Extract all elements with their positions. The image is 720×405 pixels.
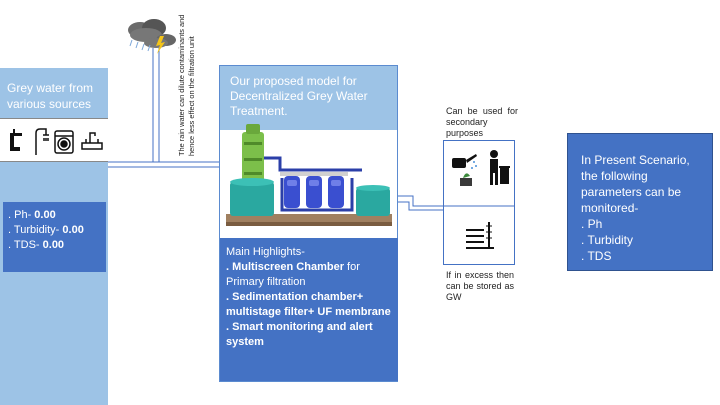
monitor-tds: . TDS: [581, 249, 612, 263]
grey-water-title: Grey water from various sources: [7, 81, 94, 111]
person-with-bin-icon: [490, 150, 510, 185]
param-tds: . TDS- 0.00: [8, 239, 65, 251]
proposed-model-header: [220, 65, 398, 130]
proposed-model-title: Our proposed model for Decentralized Gre…: [230, 74, 368, 118]
param-ph: . Ph- 0.00: [8, 209, 56, 221]
treatment-plant-illustration: [226, 124, 392, 226]
grey-water-parameters: . Ph- 0.00 . Turbidity- 0.00 . TDS- 0.00: [3, 202, 106, 272]
faucet-icon: [10, 129, 22, 151]
excess-storage-text: If in excess then can be stored as GW: [446, 270, 514, 302]
sink-icon: [81, 132, 103, 150]
washing-machine-icon: [54, 130, 74, 154]
highlight-item: . Smart monitoring and alert system: [226, 321, 373, 348]
monitor-turbidity: . Turbidity: [581, 233, 634, 247]
shower-icon: [35, 128, 49, 155]
use-box: [443, 140, 515, 265]
monitor-ph: . Ph: [581, 217, 603, 231]
present-scenario-panel: In Present Scenario, the following param…: [567, 133, 713, 271]
highlight-item: . Sedimentation chamber+ multistage filt…: [226, 291, 391, 318]
highlights-heading: Main Highlights-: [226, 246, 305, 258]
rain-note: The rain water can dilute contaminants a…: [177, 14, 196, 156]
present-scenario-intro: In Present Scenario, the following param…: [581, 153, 690, 215]
proposed-model-frame: [219, 65, 398, 382]
water-sources-icon-strip: [0, 118, 108, 162]
secondary-use-icons: [452, 150, 510, 186]
secondary-use-text: Can be used for secondary purposes: [446, 106, 518, 138]
main-highlights-panel: Main Highlights- . Multiscreen Chamber f…: [220, 238, 398, 381]
watering-can-icon: [452, 154, 477, 186]
param-turbidity: . Turbidity- 0.00: [8, 224, 84, 236]
rain-note-container: The rain water can dilute contaminants a…: [177, 4, 203, 156]
highlight-item: . Multiscreen Chamber for Primary filtra…: [226, 261, 360, 288]
storm-cloud-icon: [128, 19, 176, 54]
groundwater-icon: [464, 222, 496, 249]
